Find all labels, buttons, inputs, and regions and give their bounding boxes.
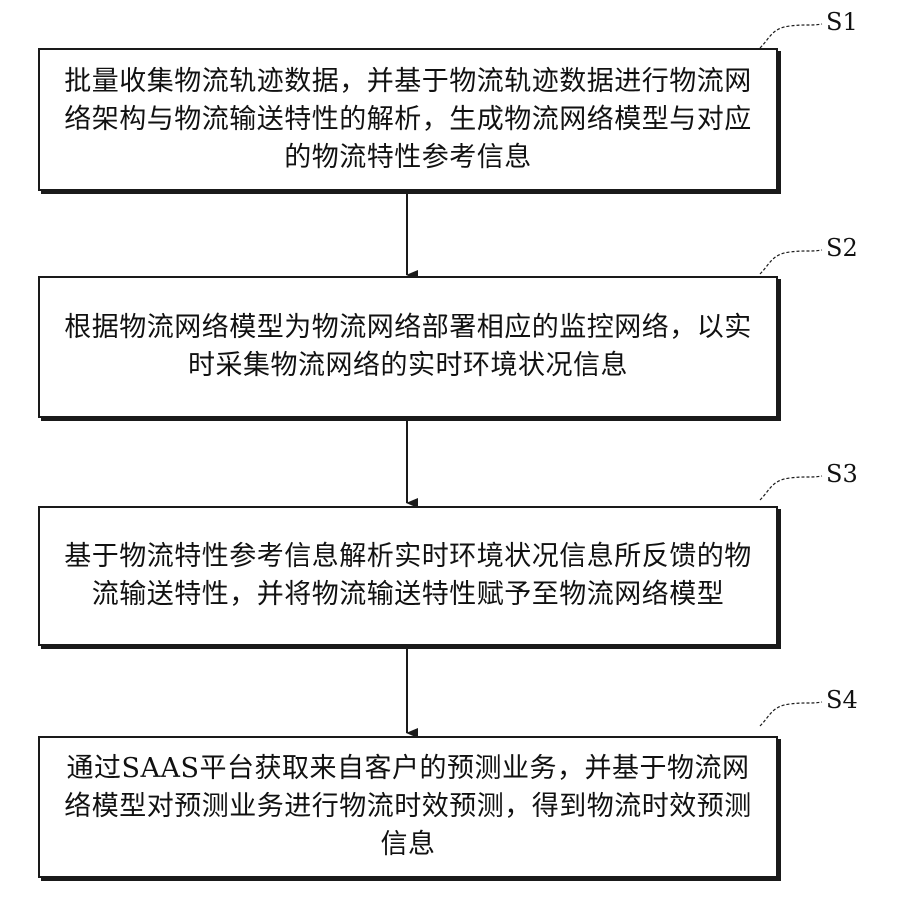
step-label-s4: S4 <box>826 686 858 714</box>
step-text-s3: 基于物流特性参考信息解析实时环境状况信息所反馈的物流输送特性，并将物流输送特性赋… <box>54 538 762 614</box>
leader-line-s3 <box>760 476 822 500</box>
step-text-s1: 批量收集物流轨迹数据，并基于物流轨迹数据进行物流网络架构与物流输送特性的解析，生… <box>54 63 762 177</box>
step-box-s1: 批量收集物流轨迹数据，并基于物流轨迹数据进行物流网络架构与物流输送特性的解析，生… <box>38 48 778 191</box>
step-label-s1: S1 <box>826 8 858 36</box>
step-text-s2: 根据物流网络模型为物流网络部署相应的监控网络，以实时采集物流网络的实时环境状况信… <box>54 309 762 385</box>
step-label-s3: S3 <box>826 460 858 488</box>
step-box-s4: 通过SAAS平台获取来自客户的预测业务，并基于物流网络模型对预测业务进行物流时效… <box>38 736 778 878</box>
step-box-s2: 根据物流网络模型为物流网络部署相应的监控网络，以实时采集物流网络的实时环境状况信… <box>38 276 778 418</box>
step-box-s3: 基于物流特性参考信息解析实时环境状况信息所反馈的物流输送特性，并将物流输送特性赋… <box>38 506 778 646</box>
leader-line-s2 <box>760 250 822 274</box>
leader-line-s4 <box>760 702 822 726</box>
leader-line-s1 <box>760 24 822 48</box>
step-label-s2: S2 <box>826 234 858 262</box>
step-text-s4: 通过SAAS平台获取来自客户的预测业务，并基于物流网络模型对预测业务进行物流时效… <box>54 750 762 864</box>
